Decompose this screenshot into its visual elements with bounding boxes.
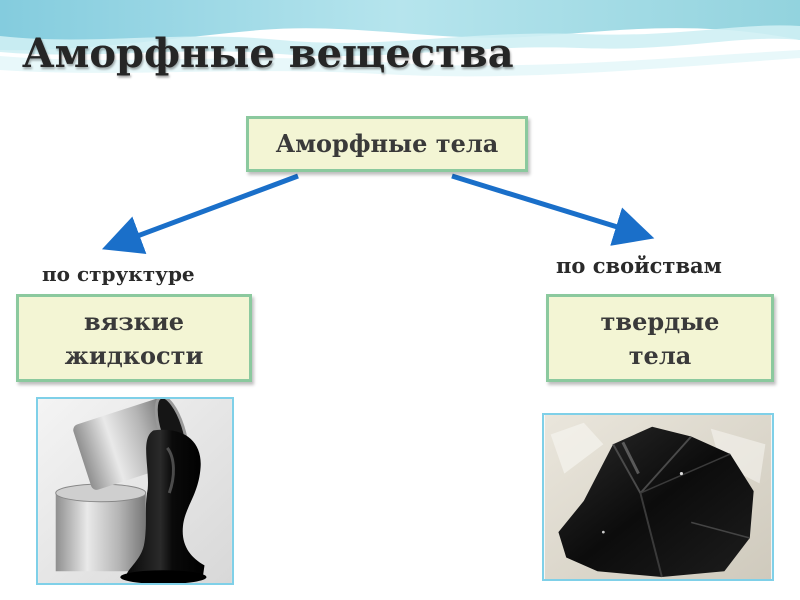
edge-label-properties: по свойствам xyxy=(556,253,722,278)
node-viscous-liquids-line2: жидкости xyxy=(19,339,249,373)
root-node-amorphous-bodies: Аморфные тела xyxy=(246,116,528,172)
pouring-liquid-illustration xyxy=(38,399,232,583)
viscous-liquid-photo xyxy=(36,397,234,585)
arrow-to-right-node xyxy=(452,176,640,234)
node-solid-bodies: твердые тела xyxy=(546,294,774,382)
slide-title: Аморфные вещества xyxy=(22,30,514,77)
node-solid-bodies-line2: тела xyxy=(549,339,771,373)
root-node-label: Аморфные тела xyxy=(276,129,499,158)
node-viscous-liquids-line1: вязкие xyxy=(19,305,249,339)
node-solid-bodies-line1: твердые xyxy=(549,305,771,339)
solid-lump-illustration xyxy=(544,415,772,579)
solid-lump-photo xyxy=(542,413,774,581)
edge-label-structure: по структуре xyxy=(42,262,195,286)
node-viscous-liquids: вязкие жидкости xyxy=(16,294,252,382)
arrow-to-left-node xyxy=(116,176,298,244)
